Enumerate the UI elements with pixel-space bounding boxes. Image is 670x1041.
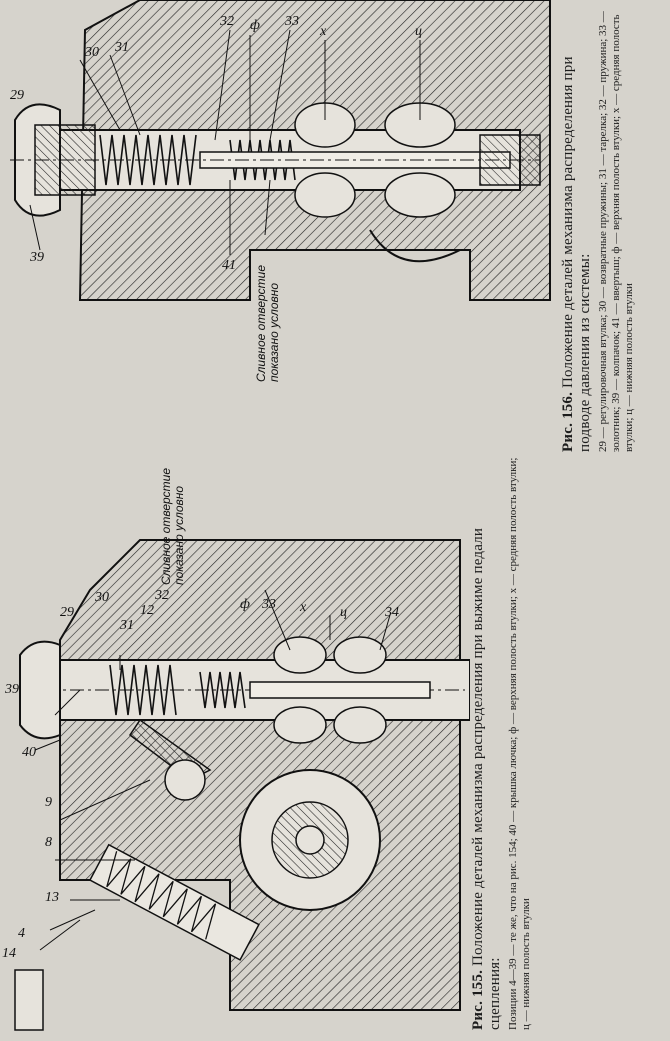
fig156-drain-note: Сливное отверстие показано условно: [254, 265, 281, 382]
figure-156-drawing: [10, 0, 551, 301]
fig155-label-33: 33: [262, 597, 276, 612]
fig155-label-9: 9: [45, 795, 52, 810]
fig155-caption-prefix: Рис. 155.: [470, 969, 486, 1030]
fig155-label-13: 13: [45, 890, 59, 905]
fig155-label-34: 34: [385, 605, 399, 620]
fig156-label-phi: ф: [250, 18, 260, 33]
fig156-label-32: 32: [220, 14, 234, 29]
fig155-label-32: 32: [155, 588, 169, 603]
fig156-label-29: 29: [10, 88, 24, 103]
fig156-caption-prefix: Рис. 156.: [560, 391, 576, 452]
fig155-label-31: 31: [120, 618, 134, 633]
fig156-label-33: 33: [285, 14, 299, 29]
fig155-label-12: 12: [140, 603, 154, 618]
figure-155-caption: Рис. 155. Положение деталей механизма ра…: [470, 455, 533, 1030]
fig156-label-ts: ц: [415, 24, 422, 39]
fig156-label-30: 30: [85, 45, 99, 60]
fig156-label-x: х: [320, 24, 327, 39]
fig155-label-8: 8: [45, 835, 52, 850]
fig155-caption-title: Положение деталей механизма распределени…: [470, 527, 503, 1030]
fig156-label-31: 31: [115, 40, 129, 55]
fig155-label-40: 40: [22, 745, 36, 760]
fig156-drain-note-line2: показано условно: [267, 282, 281, 382]
fig156-label-39: 39: [30, 250, 44, 265]
fig156-label-41: 41: [222, 258, 236, 273]
fig155-label-x: х: [300, 600, 307, 615]
figure-155-drawing: [14, 539, 470, 1031]
fig155-label-30: 30: [95, 590, 109, 605]
fig155-label-39: 39: [5, 682, 19, 697]
fig155-label-4: 4: [18, 926, 25, 941]
fig155-label-29: 29: [60, 605, 74, 620]
fig155-drain-note-line2: показано условно: [172, 485, 186, 585]
figure-156-caption: Рис. 156. Положение деталей механизма ра…: [560, 2, 636, 452]
fig155-label-phi: ф: [240, 597, 250, 612]
fig155-label-14: 14: [2, 946, 16, 961]
fig155-drain-note: Сливное отверстие показано условно: [159, 468, 186, 585]
fig155-caption-body: Позиции 4—39 — те же, что на рис. 154; 4…: [507, 457, 532, 1030]
fig155-label-ts: ц: [340, 605, 347, 620]
fig156-caption-body: 29 — регулировочная втулка; 30 — возврат…: [597, 11, 635, 452]
